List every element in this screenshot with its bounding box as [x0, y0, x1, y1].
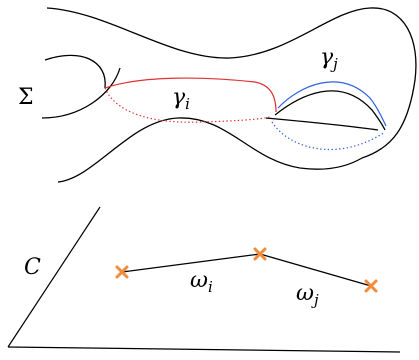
base-curve-plane: [7, 206, 401, 353]
branch-point-cross-3: [364, 279, 378, 293]
surface-left-arc-lower: [41, 67, 121, 119]
gamma-i-label: γi: [172, 85, 190, 113]
segment-omega-i: [121, 253, 261, 273]
cycle-gamma-i: [104, 77, 277, 123]
gamma-j-front: [277, 81, 387, 127]
omega-j-label: ωj: [296, 281, 319, 309]
surface-hole-lower: [265, 117, 379, 131]
plane-left-edge: [7, 206, 101, 348]
omega-i-label: ωi: [190, 268, 213, 296]
segments: [121, 253, 372, 287]
branch-points: [115, 247, 378, 293]
segment-omega-j: [259, 253, 372, 287]
surface-top-edge: [46, 7, 417, 159]
cycle-gamma-j: [271, 81, 387, 151]
branch-point-cross-2: [253, 247, 267, 261]
plane-bottom-edge: [7, 346, 401, 353]
base-curve-label: C: [24, 255, 41, 280]
branch-point-cross-1: [115, 265, 129, 279]
gamma-j-back: [271, 121, 386, 151]
surface-bottom-edge: [57, 117, 363, 183]
surface-hole-upper: [274, 90, 386, 131]
gamma-j-label: γj: [320, 45, 338, 73]
gamma-i-front: [104, 77, 277, 113]
gamma-i-back: [104, 87, 271, 123]
surface-label: Σ: [18, 85, 34, 110]
surface-sigma: [41, 7, 417, 183]
surface-left-arc-upper: [44, 54, 106, 89]
